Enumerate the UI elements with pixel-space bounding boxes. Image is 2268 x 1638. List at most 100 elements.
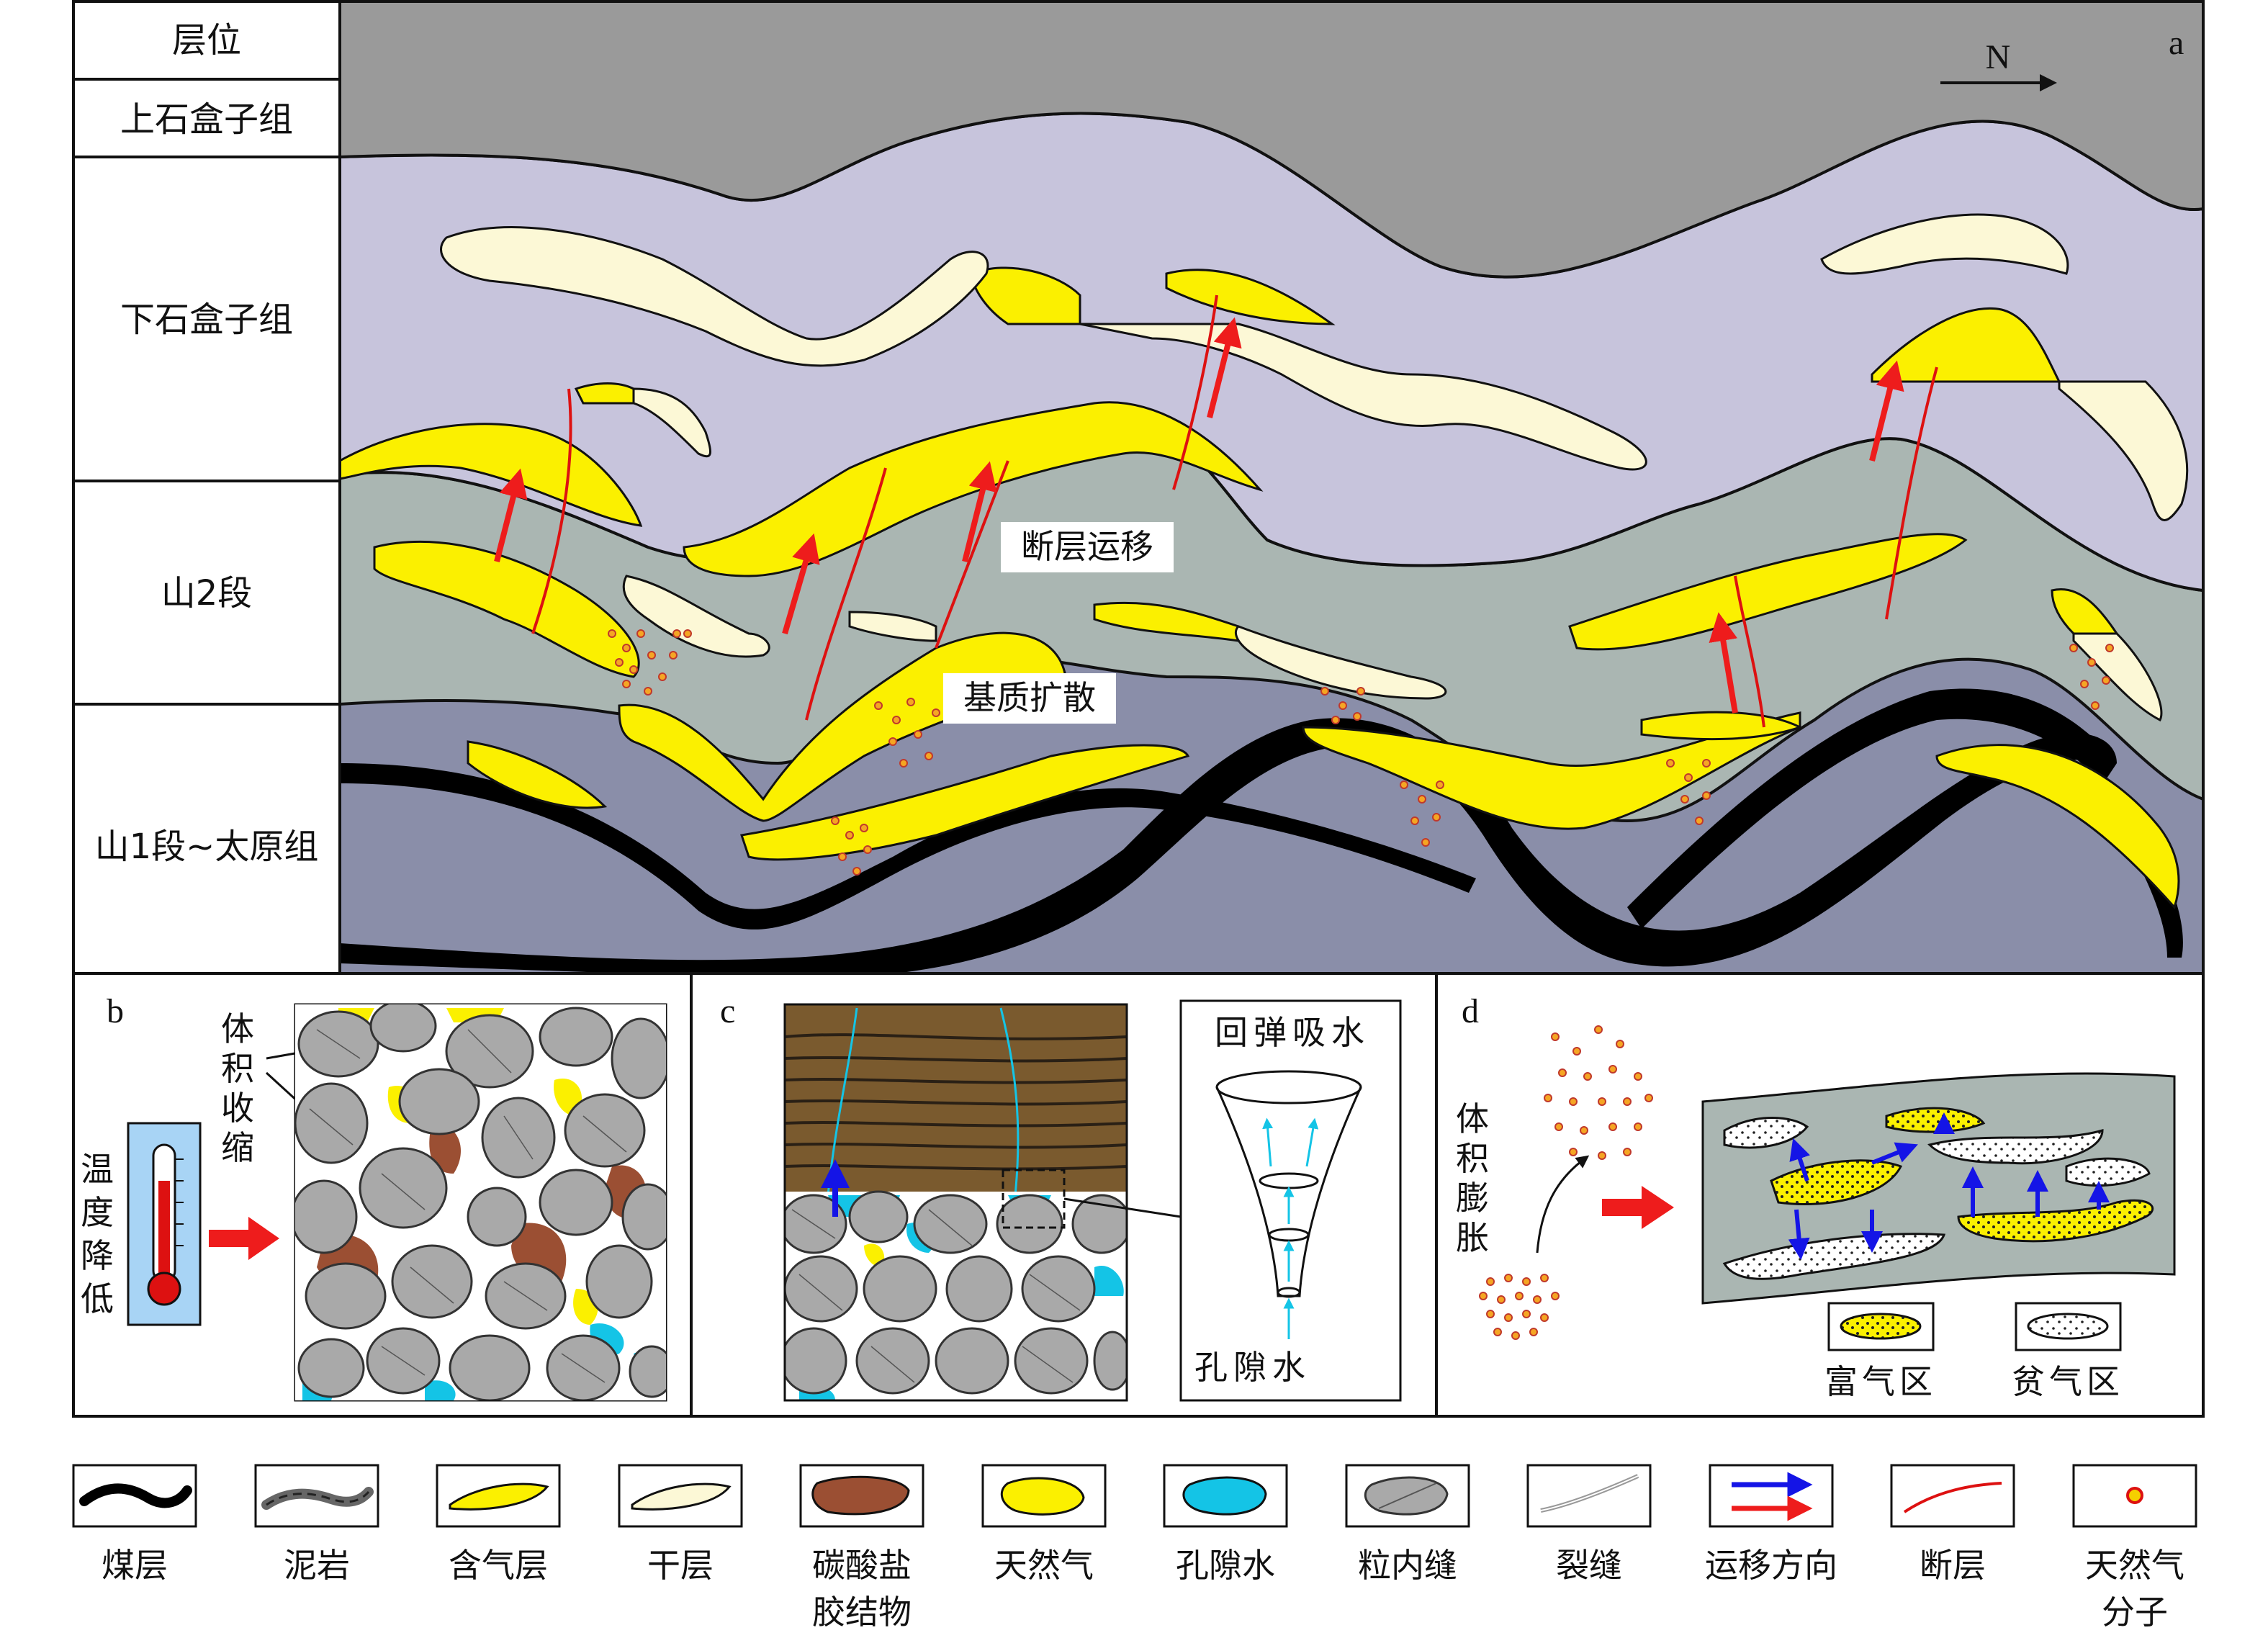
strata-header: 层位 xyxy=(172,20,241,60)
svg-text:天然气: 天然气 xyxy=(2085,1546,2184,1585)
fault xyxy=(1172,294,1218,490)
panel-d-letter: d xyxy=(1462,992,1479,1030)
capillary-funnel: 回弹吸水 孔隙水 xyxy=(1179,999,1402,1402)
svg-text:含气层: 含气层 xyxy=(449,1546,548,1585)
molecule-cluster xyxy=(1666,759,1711,825)
legend-gas-layer: 含气层 xyxy=(436,1464,561,1585)
pore-water-label: 孔隙水 xyxy=(1194,1348,1311,1387)
strata-lower-shihezi: 下石盒子组 xyxy=(120,300,293,340)
svg-text:膨: 膨 xyxy=(1456,1179,1489,1218)
svg-text:胀: 胀 xyxy=(1456,1218,1489,1257)
migration-arrow xyxy=(962,461,997,562)
svg-text:孔隙水: 孔隙水 xyxy=(1176,1546,1275,1585)
svg-text:缩: 缩 xyxy=(221,1128,254,1167)
north-label: N xyxy=(1986,38,2011,76)
fault xyxy=(1734,575,1765,728)
faults xyxy=(531,294,1938,728)
svg-text:体: 体 xyxy=(1456,1099,1489,1138)
poor-gas-key: 贫气区 xyxy=(2012,1302,2124,1401)
thermometer-icon xyxy=(127,1122,202,1326)
panel-d: d 体 积 膨 胀 xyxy=(1456,992,2176,1401)
svg-text:运移方向: 运移方向 xyxy=(1705,1546,1837,1585)
svg-text:干层: 干层 xyxy=(647,1546,714,1585)
fault xyxy=(805,467,887,721)
panel-c-letter: c xyxy=(720,992,735,1030)
svg-text:碳酸盐: 碳酸盐 xyxy=(812,1546,912,1585)
svg-text:降: 降 xyxy=(81,1236,114,1275)
svg-text:泥岩: 泥岩 xyxy=(284,1546,350,1585)
fault xyxy=(531,388,572,634)
panel-b-letter: b xyxy=(107,992,124,1030)
migration-arrow xyxy=(1869,360,1904,462)
rich-gas-key: 富气区 xyxy=(1824,1302,1937,1401)
legend-gas-molecule: 天然气 分子 xyxy=(2072,1464,2197,1632)
fault xyxy=(935,460,1009,649)
panel-b: b 体 积 收 缩 温 度 降 低 xyxy=(81,992,667,1402)
legend-mudstone: 泥岩 xyxy=(254,1464,379,1585)
svg-text:温: 温 xyxy=(81,1150,114,1189)
zoom-box xyxy=(1002,1169,1066,1229)
svg-text:胶结物: 胶结物 xyxy=(812,1593,912,1632)
reservoir-slab xyxy=(1701,1072,2176,1305)
migration-arrow xyxy=(1207,317,1242,418)
molecule-cluster xyxy=(874,698,940,768)
panel-c: c xyxy=(720,992,1402,1402)
svg-text:富气区: 富气区 xyxy=(1824,1362,1937,1401)
temp-drop-label: 温 度 降 低 xyxy=(81,1150,114,1318)
coal-seam-east xyxy=(1627,688,2117,929)
legend-pore-water: 孔隙水 xyxy=(1163,1464,1288,1585)
right-arrow-icon xyxy=(1602,1186,1674,1229)
dry-layers xyxy=(440,213,2189,722)
svg-text:断层: 断层 xyxy=(1920,1546,1986,1585)
legend: 煤层 泥岩 含气层 干层 碳酸盐 胶结物 天然气 xyxy=(72,1464,2197,1632)
gas-molecule-clusters xyxy=(608,629,2114,876)
molecule-cloud-small xyxy=(1479,1274,1560,1340)
molecule-cluster xyxy=(831,816,872,876)
legend-intragranular-fracture: 粒内缝 xyxy=(1345,1464,1470,1585)
legend-dry-layer: 干层 xyxy=(618,1464,743,1585)
rebound-label: 回弹吸水 xyxy=(1215,1013,1370,1052)
label-fault-migration: 断层运移 xyxy=(1001,522,1174,572)
svg-text:煤层: 煤层 xyxy=(102,1546,168,1585)
svg-text:低: 低 xyxy=(81,1279,114,1318)
svg-text:基质扩散: 基质扩散 xyxy=(963,678,1096,717)
migration-arrows xyxy=(494,317,1904,714)
north-arrow: N xyxy=(1940,38,2057,91)
svg-text:收: 收 xyxy=(221,1089,254,1128)
legend-fault: 断层 xyxy=(1890,1464,2015,1585)
svg-text:积: 积 xyxy=(221,1049,254,1088)
molecule-cluster xyxy=(1320,687,1365,724)
molecule-cluster xyxy=(2069,644,2114,710)
svg-text:裂缝: 裂缝 xyxy=(1556,1546,1622,1585)
molecule-cluster xyxy=(608,629,692,696)
molecule-cluster xyxy=(1400,780,1444,847)
svg-text:度: 度 xyxy=(81,1193,114,1232)
strata-upper-shihezi: 上石盒子组 xyxy=(120,99,293,140)
legend-migration-direction: 运移方向 xyxy=(1705,1464,1837,1585)
legend-fracture: 裂缝 xyxy=(1526,1464,1652,1585)
panel-a-letter: a xyxy=(2169,24,2184,62)
volume-shrink-label: 体 积 收 缩 xyxy=(221,1009,254,1167)
cross-section: 断层运移 基质扩散 N a xyxy=(340,1,2203,973)
legend-natural-gas: 天然气 xyxy=(981,1464,1107,1585)
migration-arrow xyxy=(494,468,528,562)
legend-carbonate-cement: 碳酸盐 胶结物 xyxy=(799,1464,924,1632)
layer-upper-shihezi xyxy=(340,1,2203,279)
strata-shan1-taiyuan: 山1段~太原组 xyxy=(95,827,319,867)
svg-text:天然气: 天然气 xyxy=(994,1546,1094,1585)
coal-seam-main xyxy=(340,718,2117,973)
panel-a: 层位 上石盒子组 下石盒子组 山2段 山1段~太原组 xyxy=(72,0,2205,975)
svg-text:粒内缝: 粒内缝 xyxy=(1358,1546,1457,1585)
legend-coal: 煤层 xyxy=(72,1464,197,1585)
label-matrix-diffusion: 基质扩散 xyxy=(943,673,1116,724)
svg-text:积: 积 xyxy=(1456,1139,1489,1178)
strata-shan2: 山2段 xyxy=(161,573,253,613)
svg-text:贫气区: 贫气区 xyxy=(2012,1362,2124,1401)
strata-table: 层位 上石盒子组 下石盒子组 山2段 山1段~太原组 xyxy=(72,0,341,975)
grain-box-shrink xyxy=(294,1003,667,1402)
mudstone-grain-block xyxy=(785,1004,1127,1400)
svg-text:断层运移: 断层运移 xyxy=(1021,527,1153,566)
migration-arrow xyxy=(1709,612,1738,714)
fault xyxy=(1885,366,1938,620)
